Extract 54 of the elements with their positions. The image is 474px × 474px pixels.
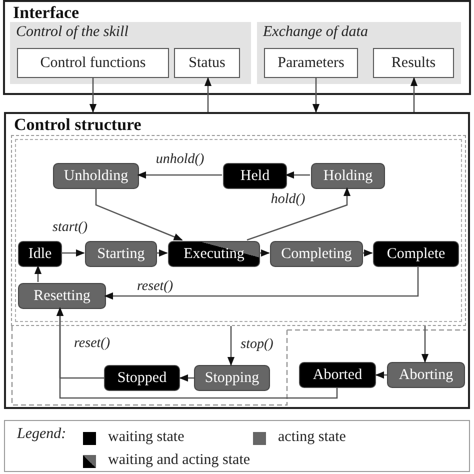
legend-text: acting state xyxy=(278,429,346,446)
arrow xyxy=(61,249,85,257)
panel-title: Control structure xyxy=(14,115,142,135)
field-box: Control functions xyxy=(17,48,169,78)
arrow xyxy=(375,371,387,379)
state-box: Held xyxy=(223,163,287,189)
state-box: Holding xyxy=(311,163,385,189)
state-box: Completing xyxy=(270,241,363,267)
arrow xyxy=(246,187,351,241)
field-box: Status xyxy=(174,48,240,78)
panel xyxy=(4,112,470,409)
arrow xyxy=(312,78,320,113)
state-box: Aborting xyxy=(387,362,465,388)
group-panel xyxy=(10,22,251,84)
arrow xyxy=(227,326,235,366)
state-box: Idle xyxy=(18,241,62,267)
edge-label: hold() xyxy=(268,192,308,208)
state-box: Complete xyxy=(373,241,459,267)
edge-label: start() xyxy=(50,220,90,236)
state-box: Resetting xyxy=(18,283,106,309)
edge-label: reset() xyxy=(134,279,176,295)
edge-label: unhold() xyxy=(154,152,206,168)
legend-title: Legend: xyxy=(17,426,66,443)
arrow xyxy=(179,374,194,382)
legend-text: waiting state xyxy=(108,429,184,446)
state-box: Unholding xyxy=(53,163,139,189)
arrow xyxy=(204,77,212,112)
edge-label: reset() xyxy=(72,336,112,352)
state-box: Executing xyxy=(168,241,260,267)
state-box: Stopped xyxy=(104,365,180,391)
edge-label: stop() xyxy=(238,337,276,353)
legend-text: waiting and acting state xyxy=(108,452,250,469)
arrow xyxy=(156,249,168,257)
panel-title: Interface xyxy=(13,3,80,23)
arrow xyxy=(259,249,270,257)
state-box: Starting xyxy=(85,241,157,267)
panel xyxy=(3,0,471,95)
arrow xyxy=(137,171,222,179)
state-box: Stopping xyxy=(194,365,270,391)
arrow xyxy=(362,249,373,257)
field-box: Results xyxy=(373,48,454,78)
arrow xyxy=(89,78,97,113)
arrow xyxy=(95,188,183,241)
arrow xyxy=(34,265,42,282)
arrow xyxy=(410,77,418,112)
arrow xyxy=(104,266,419,300)
group-title: Exchange of data xyxy=(263,24,368,41)
arrow xyxy=(421,326,429,363)
arrow xyxy=(56,307,338,399)
arrow xyxy=(285,171,310,179)
group-title: Control of the skill xyxy=(16,24,128,41)
field-box: Parameters xyxy=(264,48,358,78)
group-panel xyxy=(257,22,461,84)
state-box: Aborted xyxy=(299,362,376,388)
